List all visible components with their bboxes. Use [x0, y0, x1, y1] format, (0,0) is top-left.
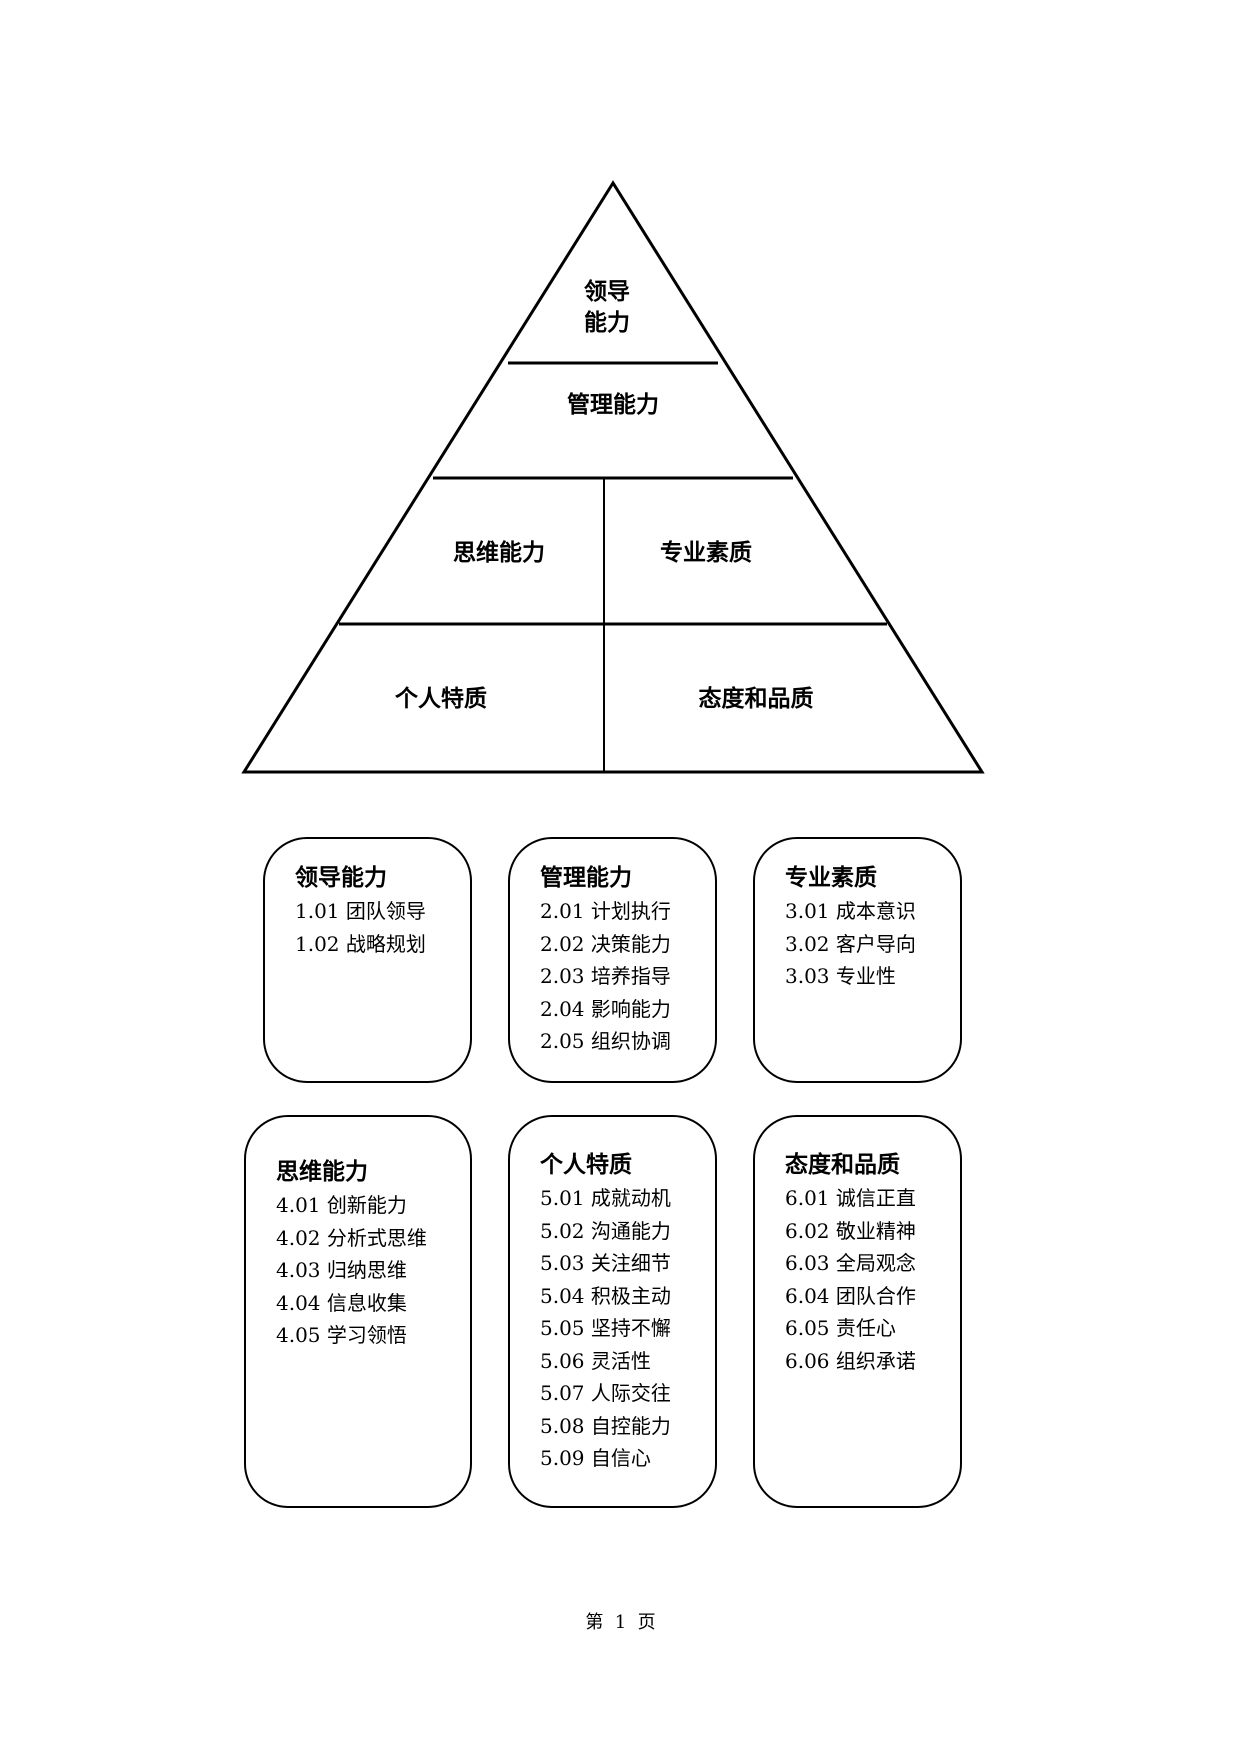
list-item: 4.04 信息收集 [276, 1290, 407, 1315]
box-professional: 专业素质 3.01 成本意识 3.02 客户导向 3.03 专业性 [753, 837, 962, 1083]
competency-pyramid: 领导 能力 管理能力 思维能力 专业素质 个人特质 态度和品质 [241, 180, 985, 774]
list-item: 3.01 成本意识 [785, 899, 916, 923]
list-item: 2.01 计划执行 [540, 899, 671, 923]
box-thinking: 思维能力 4.01 创新能力 4.02 分析式思维 4.03 归纳思维 4.04… [244, 1115, 472, 1508]
list-item: 4.03 归纳思维 [276, 1258, 407, 1282]
list-item: 1.02 战略规划 [295, 931, 426, 956]
box-personal-traits: 个人特质 5.01 成就动机 5.02 沟通能力 5.03 关注细节 5.04 … [508, 1115, 717, 1508]
box-attitude: 态度和品质 6.01 诚信正直 6.02 敬业精神 6.03 全局观念 6.04… [753, 1115, 962, 1508]
list-item: 5.06 灵活性 [540, 1348, 651, 1373]
list-item: 2.03 培养指导 [540, 964, 671, 988]
list-item: 5.01 成就动机 [540, 1186, 671, 1210]
pyramid-tier3-right-label: 专业素质 [660, 539, 752, 566]
list-item: 5.04 积极主动 [540, 1283, 671, 1308]
list-item: 5.05 坚持不懈 [540, 1316, 671, 1340]
box-title: 管理能力 [540, 865, 632, 891]
page-number: 第 1 页 [585, 1612, 656, 1633]
box-item-list: 1.01 团队领导 1.02 战略规划 [295, 895, 470, 960]
list-item: 4.02 分析式思维 [276, 1225, 427, 1250]
box-title: 专业素质 [785, 865, 877, 891]
list-item: 1.01 团队领导 [295, 899, 426, 923]
list-item: 2.04 影响能力 [540, 996, 671, 1021]
list-item: 5.07 人际交往 [540, 1381, 671, 1405]
pyramid-outline [241, 180, 985, 774]
list-item: 3.03 专业性 [785, 964, 896, 988]
list-item: 5.03 关注细节 [540, 1251, 671, 1275]
list-item: 2.05 组织协调 [540, 1029, 671, 1053]
list-item: 6.05 责任心 [785, 1316, 896, 1340]
pyramid-tier2-label: 管理能力 [567, 391, 659, 418]
list-item: 6.02 敬业精神 [785, 1218, 916, 1243]
list-item: 6.01 诚信正直 [785, 1186, 916, 1210]
list-item: 4.01 创新能力 [276, 1193, 407, 1217]
box-item-list: 3.01 成本意识 3.02 客户导向 3.03 专业性 [785, 895, 960, 993]
pyramid-tier4-left-label: 个人特质 [395, 686, 487, 712]
list-item: 5.02 沟通能力 [540, 1218, 671, 1243]
box-management: 管理能力 2.01 计划执行 2.02 决策能力 2.03 培养指导 2.04 … [508, 837, 717, 1083]
box-item-list: 5.01 成就动机 5.02 沟通能力 5.03 关注细节 5.04 积极主动 … [540, 1182, 715, 1475]
box-item-list: 4.01 创新能力 4.02 分析式思维 4.03 归纳思维 4.04 信息收集… [276, 1189, 470, 1352]
pyramid-tier3-left-label: 思维能力 [453, 539, 545, 566]
pyramid-tier1-line2: 能力 [584, 309, 630, 336]
list-item: 5.09 自信心 [540, 1446, 651, 1470]
box-item-list: 2.01 计划执行 2.02 决策能力 2.03 培养指导 2.04 影响能力 … [540, 895, 715, 1058]
box-title: 个人特质 [540, 1152, 632, 1178]
pyramid-tier1-line1: 领导 [584, 278, 630, 305]
box-leadership: 领导能力 1.01 团队领导 1.02 战略规划 [263, 837, 472, 1083]
list-item: 3.02 客户导向 [785, 931, 916, 956]
box-title: 态度和品质 [785, 1152, 900, 1178]
list-item: 2.02 决策能力 [540, 931, 671, 956]
box-title: 领导能力 [295, 865, 387, 891]
list-item: 6.04 团队合作 [785, 1283, 916, 1308]
list-item: 4.05 学习领悟 [276, 1323, 407, 1347]
list-item: 6.03 全局观念 [785, 1251, 916, 1275]
pyramid-tier4-right-label: 态度和品质 [699, 685, 814, 712]
box-item-list: 6.01 诚信正直 6.02 敬业精神 6.03 全局观念 6.04 团队合作 … [785, 1182, 960, 1377]
box-title: 思维能力 [276, 1159, 368, 1185]
list-item: 5.08 自控能力 [540, 1413, 671, 1438]
list-item: 6.06 组织承诺 [785, 1348, 916, 1373]
